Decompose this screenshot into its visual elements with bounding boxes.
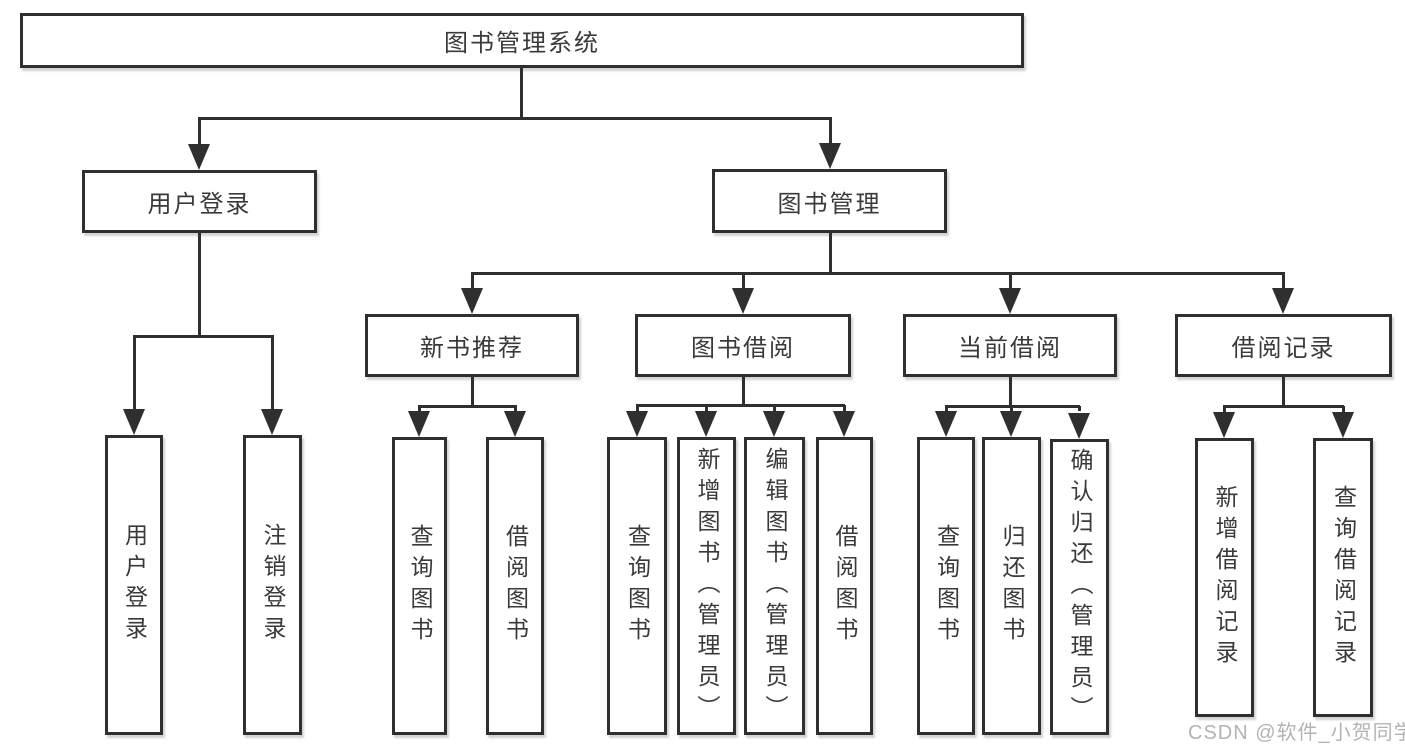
node-logout-leaf: 注销登录 xyxy=(243,435,302,735)
connector-line xyxy=(1342,406,1345,412)
connector-line xyxy=(1282,377,1285,407)
node-borrow-books-recommend: 借阅图书 xyxy=(486,437,544,735)
arrowhead-icon xyxy=(1068,413,1090,439)
arrowhead-icon xyxy=(732,288,754,314)
arrowhead-icon xyxy=(833,411,855,437)
connector-line xyxy=(198,233,201,336)
connector-line xyxy=(1010,406,1013,411)
arrowhead-icon xyxy=(935,411,957,437)
connector-line xyxy=(829,233,832,273)
connector-line xyxy=(705,405,708,411)
connector-line xyxy=(636,405,639,411)
connector-line xyxy=(829,118,832,143)
csdn-watermark: CSDN @软件_小贺同学 xyxy=(1188,722,1405,744)
connector-line xyxy=(198,117,832,120)
arrowhead-icon xyxy=(763,411,785,437)
arrowhead-icon xyxy=(999,288,1021,314)
connector-line xyxy=(198,118,201,144)
connector-line xyxy=(945,406,948,411)
node-borrow-records: 借阅记录 xyxy=(1175,314,1392,377)
node-library-management-system: 图书管理系统 xyxy=(20,13,1024,68)
arrowhead-icon xyxy=(123,409,145,435)
node-current-borrow: 当前借阅 xyxy=(903,314,1117,377)
connector-line xyxy=(271,337,274,409)
connector-line xyxy=(133,335,274,338)
connector-line xyxy=(418,406,421,411)
arrowhead-icon xyxy=(408,411,430,437)
arrowhead-icon xyxy=(1272,288,1294,314)
arrowhead-icon xyxy=(695,411,717,437)
connector-line xyxy=(1223,406,1226,412)
connector-line xyxy=(1078,406,1081,411)
connector-line xyxy=(636,404,845,407)
arrowhead-icon xyxy=(461,288,483,314)
node-return-books: 归还图书 xyxy=(982,437,1041,735)
node-user-login-leaf: 用户登录 xyxy=(105,435,163,735)
node-query-borrow-record: 查询借阅记录 xyxy=(1313,438,1373,717)
connector-line xyxy=(1009,377,1012,407)
node-query-books-recommend: 查询图书 xyxy=(392,437,447,735)
node-edit-books-admin: 编辑图书（管理员） xyxy=(744,437,805,735)
connector-line xyxy=(471,272,1285,275)
node-confirm-return-admin: 确认归还（管理员） xyxy=(1050,439,1109,735)
connector-line xyxy=(471,377,474,407)
node-book-management: 图书管理 xyxy=(712,169,947,233)
connector-line xyxy=(742,273,745,288)
arrowhead-icon xyxy=(188,144,210,170)
arrowhead-icon xyxy=(1213,412,1235,438)
connector-line xyxy=(843,405,846,411)
arrowhead-icon xyxy=(819,143,841,169)
connector-line xyxy=(1223,405,1344,408)
connector-line xyxy=(520,68,523,118)
arrowhead-icon xyxy=(626,411,648,437)
arrowhead-icon xyxy=(504,411,526,437)
node-borrow-books: 借阅图书 xyxy=(816,437,873,735)
node-new-book-recommend: 新书推荐 xyxy=(365,314,579,377)
node-user-login: 用户登录 xyxy=(82,170,317,233)
connector-line xyxy=(471,273,474,288)
arrowhead-icon xyxy=(1332,412,1354,438)
arrowhead-icon xyxy=(261,409,283,435)
node-query-books-current: 查询图书 xyxy=(917,437,975,735)
node-book-borrow: 图书借阅 xyxy=(635,314,851,377)
arrowhead-icon xyxy=(1000,411,1022,437)
node-add-borrow-record: 新增借阅记录 xyxy=(1195,438,1254,717)
node-query-books-borrow: 查询图书 xyxy=(607,437,667,735)
connector-line xyxy=(773,405,776,411)
connector-line xyxy=(418,405,517,408)
connector-line xyxy=(1009,273,1012,288)
connector-line xyxy=(514,406,517,411)
node-add-books-admin: 新增图书（管理员） xyxy=(677,437,736,735)
connector-line xyxy=(742,377,745,406)
connector-line xyxy=(133,337,136,409)
connector-line xyxy=(1282,273,1285,288)
